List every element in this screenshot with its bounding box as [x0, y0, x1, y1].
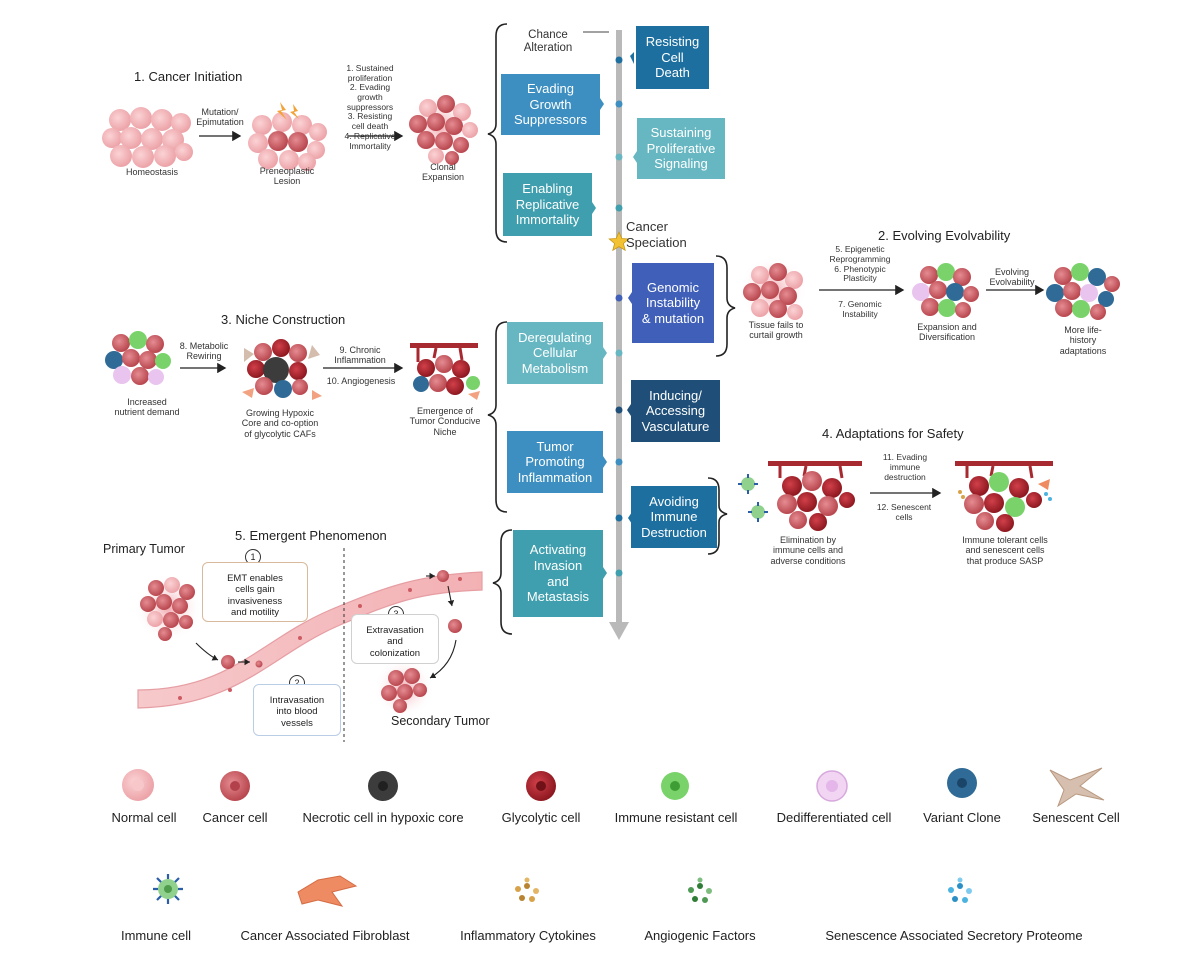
- tolerant-scene: [955, 461, 1053, 532]
- hallmark-activating-invasion-metastasis: Activating Invasion and Metastasis: [513, 530, 603, 617]
- legend-normal-cell-label: Normal cell: [111, 810, 177, 825]
- legend-immune-cell-label: Immune cell: [120, 928, 192, 943]
- legend-glycolytic-cell-label: Glycolytic cell: [501, 810, 581, 825]
- evolving-evolvability-label: Evolving Evolvability: [989, 267, 1035, 288]
- hallmark-resisting-cell-death: Resisting Cell Death: [636, 26, 709, 89]
- initiation-steps-label: 1. Sustained proliferation 2. Evading gr…: [344, 63, 396, 151]
- cytokines-icon: [515, 877, 539, 902]
- hallmark-evading-growth-suppressors: Evading Growth Suppressors: [501, 74, 600, 135]
- axis-dots: [615, 56, 623, 577]
- expansion-diversification-cells: [912, 263, 979, 318]
- senescent-cells-label: 12. Senescent cells: [876, 502, 932, 522]
- timeline-axis: [583, 30, 629, 640]
- primary-tumor-label: Primary Tumor: [103, 542, 185, 556]
- legend-sasp-label: Senescence Associated Secretory Proteome: [825, 928, 1083, 943]
- more-life-history-label: More life- history adaptations: [1059, 325, 1107, 356]
- clonal-expansion-cells: [406, 92, 478, 165]
- emergence-niche-label: Emergence of Tumor Conducive Niche: [409, 406, 481, 437]
- legend-variant-clone-label: Variant Clone: [923, 810, 1001, 825]
- mutation-label: Mutation/ Epimutation: [196, 107, 244, 128]
- extravasation-callout: Extravasation and colonization: [351, 614, 439, 664]
- legend-necrotic-cell-label: Necrotic cell in hypoxic core: [302, 810, 464, 825]
- legend-immune-resistant-label: Immune resistant cell: [614, 810, 738, 825]
- speciation-star-icon: [608, 230, 630, 252]
- elimination-label: Elimination by immune cells and adverse …: [770, 535, 846, 566]
- hallmark-enabling-replicative-immortality: Enabling Replicative Immortality: [503, 173, 592, 236]
- evolvability-steps-b-label: 7. Genomic Instability: [838, 299, 882, 319]
- braces: [487, 23, 736, 635]
- expansion-diversification-label: Expansion and Diversification: [917, 322, 977, 343]
- immune-tolerant-label: Immune tolerant cells and senescent cell…: [962, 535, 1048, 566]
- hallmark-genomic-instability: Genomic Instability & mutation: [632, 263, 714, 343]
- secondary-tumor-label: Secondary Tumor: [391, 714, 490, 728]
- preneoplastic-cells: [248, 102, 327, 171]
- preneoplastic-label: Preneoplastic Lesion: [259, 166, 315, 187]
- cancer-speciation-label: Cancer Speciation: [626, 219, 687, 251]
- hallmark-avoiding-immune-destruction: Avoiding Immune Destruction: [631, 486, 717, 548]
- angiogenesis-label: 10. Angiogenesis: [326, 376, 396, 386]
- immune-cell-icon: [153, 874, 183, 904]
- hallmark-tumor-promoting-inflammation: Tumor Promoting Inflammation: [507, 431, 603, 493]
- homeostasis-label: Homeostasis: [125, 167, 179, 177]
- intravasation-callout: Intravasation into blood vessels: [253, 684, 341, 736]
- emt-callout: EMT enables cells gain invasiveness and …: [202, 562, 308, 622]
- hallmark-deregulating-cellular-metabolism: Deregulating Cellular Metabolism: [507, 322, 603, 384]
- section4-title: 4. Adaptations for Safety: [822, 426, 964, 441]
- legend-icons: [122, 767, 1105, 907]
- more-adaptations-cells: [1046, 263, 1120, 320]
- evading-immune-label: 11. Evading immune destruction: [882, 452, 928, 482]
- angiogenic-factors-icon: [688, 877, 712, 903]
- metabolic-rewiring-label: 8. Metabolic Rewiring: [179, 341, 229, 362]
- legend-cancer-cell-label: Cancer cell: [202, 810, 268, 825]
- hallmark-sustaining-proliferative-signaling: Sustaining Proliferative Signaling: [637, 118, 725, 179]
- sasp-icon: [948, 877, 972, 903]
- tissue-fails-label: Tissue fails to curtail growth: [748, 320, 804, 341]
- increased-demand-cells: [105, 331, 171, 385]
- increased-demand-label: Increased nutrient demand: [114, 397, 180, 418]
- growing-hypoxic-core-label: Growing Hypoxic Core and co-option of gl…: [241, 408, 319, 439]
- legend-fibroblast-label: Cancer Associated Fibroblast: [240, 928, 410, 943]
- hypoxic-core-cells: [242, 339, 322, 400]
- clonal-expansion-label: Clonal Expansion: [421, 162, 465, 183]
- section3-title: 3. Niche Construction: [221, 312, 346, 327]
- chronic-inflammation-label: 9. Chronic Inflammation: [334, 345, 386, 366]
- evolvability-steps-a-label: 5. Epigenetic Reprogramming 6. Phenotypi…: [829, 244, 891, 284]
- tumor-niche-cells: [410, 343, 480, 400]
- legend-senescent-cell-label: Senescent Cell: [1032, 810, 1120, 825]
- section1-title: 1. Cancer Initiation: [134, 69, 243, 84]
- blood-vessel: [137, 571, 483, 709]
- section5-title: 5. Emergent Phenomenon: [235, 528, 387, 543]
- legend-angiogenic-label: Angiogenic Factors: [644, 928, 756, 943]
- elimination-scene: [738, 461, 862, 531]
- legend-cytokines-label: Inflammatory Cytokines: [460, 928, 596, 943]
- legend-dedifferentiated-label: Dedifferentiated cell: [776, 810, 892, 825]
- hallmark-inducing-vasculature: Inducing/ Accessing Vasculature: [631, 380, 720, 442]
- section2-title: 2. Evolving Evolvability: [878, 228, 1011, 243]
- senescent-cell-icon: [1049, 767, 1105, 808]
- homeostasis-cells: [102, 107, 193, 168]
- chance-alteration-label: Chance Alteration: [523, 29, 573, 55]
- tissue-fails-cells: [739, 256, 807, 324]
- primary-tumor-cells: [134, 574, 202, 642]
- secondary-tumor-cells: [374, 658, 434, 718]
- fibroblast-icon: [297, 875, 358, 907]
